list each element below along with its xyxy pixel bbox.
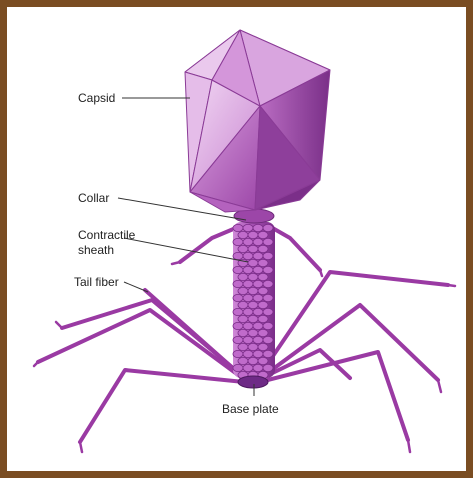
- sheath-scale: [253, 350, 263, 357]
- sheath-scale: [238, 287, 248, 294]
- sheath-scale: [233, 280, 243, 287]
- sheath-scale: [263, 308, 273, 315]
- sheath-scale: [258, 315, 268, 322]
- sheath-scale: [258, 259, 268, 266]
- sheath-scale: [243, 252, 253, 259]
- sheath-scale: [243, 280, 253, 287]
- sheath-scale: [248, 357, 258, 364]
- sheath-scale: [233, 238, 243, 245]
- sheath-scale: [248, 273, 258, 280]
- sheath-scale: [258, 343, 268, 350]
- sheath-scale: [258, 357, 268, 364]
- sheath-scale: [233, 252, 243, 259]
- sheath-scale: [263, 336, 273, 343]
- sheath-scale: [243, 322, 253, 329]
- sheath-scale: [263, 238, 273, 245]
- capsid: [185, 30, 330, 212]
- sheath-scale: [233, 308, 243, 315]
- sheath-scale: [243, 294, 253, 301]
- tail-fiber-left-3: [80, 370, 244, 442]
- sheath-scale: [238, 273, 248, 280]
- sheath-scale: [258, 231, 268, 238]
- sheath-scale: [238, 245, 248, 252]
- sheath-scale: [253, 364, 263, 371]
- sheath-scale: [263, 294, 273, 301]
- sheath-scale: [253, 322, 263, 329]
- sheath-scale: [243, 336, 253, 343]
- sheath-scale: [258, 273, 268, 280]
- sheath-scale: [253, 308, 263, 315]
- sheath-scale: [248, 231, 258, 238]
- sheath-scale: [248, 329, 258, 336]
- sheath-scale: [263, 350, 273, 357]
- sheath-scale: [233, 294, 243, 301]
- contractile-sheath: [233, 222, 275, 379]
- sheath-scale: [238, 357, 248, 364]
- label-capsid: Capsid: [78, 91, 115, 105]
- sheath-scale: [243, 364, 253, 371]
- sheath-scale: [253, 336, 263, 343]
- sheath-scale: [253, 238, 263, 245]
- label-collar: Collar: [78, 191, 109, 205]
- sheath-scale: [248, 315, 258, 322]
- sheath-scale: [238, 329, 248, 336]
- sheath-scale: [248, 343, 258, 350]
- sheath-scale: [258, 301, 268, 308]
- sheath-scale: [263, 364, 273, 371]
- label-base-plate: Base plate: [222, 402, 279, 416]
- sheath-scale: [238, 301, 248, 308]
- sheath-scale: [253, 252, 263, 259]
- sheath-scale: [248, 245, 258, 252]
- sheath-scale: [253, 266, 263, 273]
- sheath-scale: [248, 301, 258, 308]
- sheath-scale: [253, 294, 263, 301]
- sheath-scale: [253, 280, 263, 287]
- sheath-scale: [238, 231, 248, 238]
- sheath-scale: [233, 364, 243, 371]
- sheath-scale: [263, 224, 273, 231]
- tail-fiber-left-front: [145, 290, 244, 378]
- sheath-scale: [253, 224, 263, 231]
- sheath-scale: [263, 280, 273, 287]
- sheath-scale: [263, 266, 273, 273]
- sheath-scale: [233, 336, 243, 343]
- base-plate: [238, 376, 268, 388]
- sheath-scale: [243, 308, 253, 315]
- label-tail-fiber: Tail fiber: [74, 275, 119, 289]
- sheath-scale: [248, 259, 258, 266]
- sheath-scale: [233, 350, 243, 357]
- sheath-scale: [238, 315, 248, 322]
- sheath-scale: [263, 322, 273, 329]
- sheath-scale: [258, 287, 268, 294]
- sheath-scale: [248, 287, 258, 294]
- sheath-scale: [238, 343, 248, 350]
- sheath-scale: [233, 266, 243, 273]
- sheath-scale: [243, 238, 253, 245]
- sheath-scale: [243, 266, 253, 273]
- sheath-scale: [263, 252, 273, 259]
- sheath-scale: [243, 350, 253, 357]
- tail-fiber-leader: [124, 282, 148, 292]
- label-sheath-line2: sheath: [78, 243, 114, 257]
- sheath-scale: [243, 224, 253, 231]
- sheath-scale: [233, 322, 243, 329]
- label-sheath-line1: Contractile: [78, 228, 136, 242]
- sheath-scale: [258, 329, 268, 336]
- tail-fiber-left-2: [38, 310, 245, 380]
- sheath-scale: [258, 245, 268, 252]
- sheath-scale: [233, 224, 243, 231]
